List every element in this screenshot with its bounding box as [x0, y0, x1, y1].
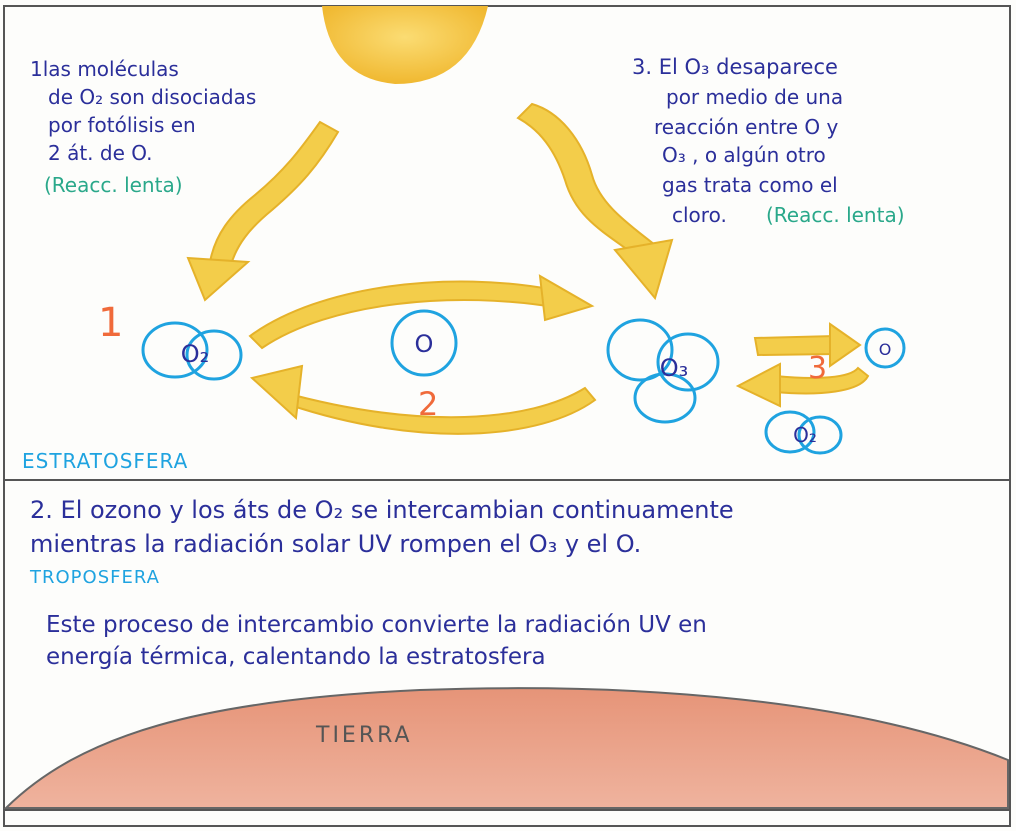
- reaction-number-1: 1: [98, 300, 123, 346]
- o2-to-o3-return-arrow: [735, 362, 870, 408]
- note1-line-4: 2 át. de O.: [48, 141, 153, 165]
- note1-speed: (Reacc. lenta): [44, 173, 183, 197]
- o-atom-small: O: [864, 327, 906, 369]
- note1-line-2: de O₂ son disociadas: [48, 85, 256, 109]
- stratosphere-label: ESTRATOSFERA: [22, 449, 188, 473]
- troposphere-label: TROPOSFERA: [29, 567, 160, 588]
- note3-line-2: por medio de una: [666, 85, 843, 109]
- note3-speed: (Reacc. lenta): [766, 203, 905, 227]
- explanation-line-2: mientras la radiación solar UV rompen el…: [30, 530, 641, 558]
- o3-label: O₃: [660, 354, 689, 382]
- note-3: 3. El O₃ desaparece por medio de una rea…: [632, 55, 905, 227]
- o2-left-label: O₂: [181, 340, 210, 368]
- o-small-label: O: [879, 340, 892, 359]
- o-atom-center: O: [390, 309, 458, 377]
- outer-frame: [3, 5, 1011, 827]
- o2-molecule-right: O₂: [764, 410, 843, 455]
- o3-to-o2-arrow: [249, 364, 597, 435]
- explanation-line-3: Este proceso de intercambio convierte la…: [46, 612, 707, 638]
- o2-right-label: O₂: [793, 423, 817, 447]
- earth: [3, 687, 1009, 809]
- o3-to-o-arrow: [753, 322, 862, 368]
- o-center-label: O: [415, 330, 434, 358]
- explanation-line-1: 2. El ozono y los áts de O₂ se intercamb…: [30, 496, 734, 524]
- note3-line-6: cloro.: [672, 203, 727, 227]
- note3-line-5: gas trata como el: [662, 173, 838, 197]
- note1-line-3: por fotólisis en: [48, 113, 196, 137]
- o2-molecule-left: O₂: [141, 321, 243, 381]
- explanation-line-4: energía térmica, calentando la estratosf…: [46, 644, 546, 670]
- note-1: 1las moléculas de O₂ son disociadas por …: [30, 57, 256, 197]
- o3-molecule: O₃: [606, 318, 720, 424]
- note3-line-1: 3. El O₃ desaparece: [632, 55, 838, 79]
- sun-to-o3-arrow: [516, 102, 674, 301]
- o2-to-o3-arrow: [248, 274, 595, 350]
- sun-to-o2-arrow: [186, 120, 340, 302]
- earth-label: TIERRA: [315, 723, 413, 748]
- note3-line-3: reacción entre O y: [654, 115, 839, 139]
- sun: [322, 6, 488, 84]
- reaction-number-2: 2: [418, 385, 438, 423]
- note3-line-4: O₃ , o algún otro: [662, 143, 826, 167]
- reaction-number-3: 3: [808, 351, 827, 386]
- note1-line-1: 1las moléculas: [30, 57, 179, 81]
